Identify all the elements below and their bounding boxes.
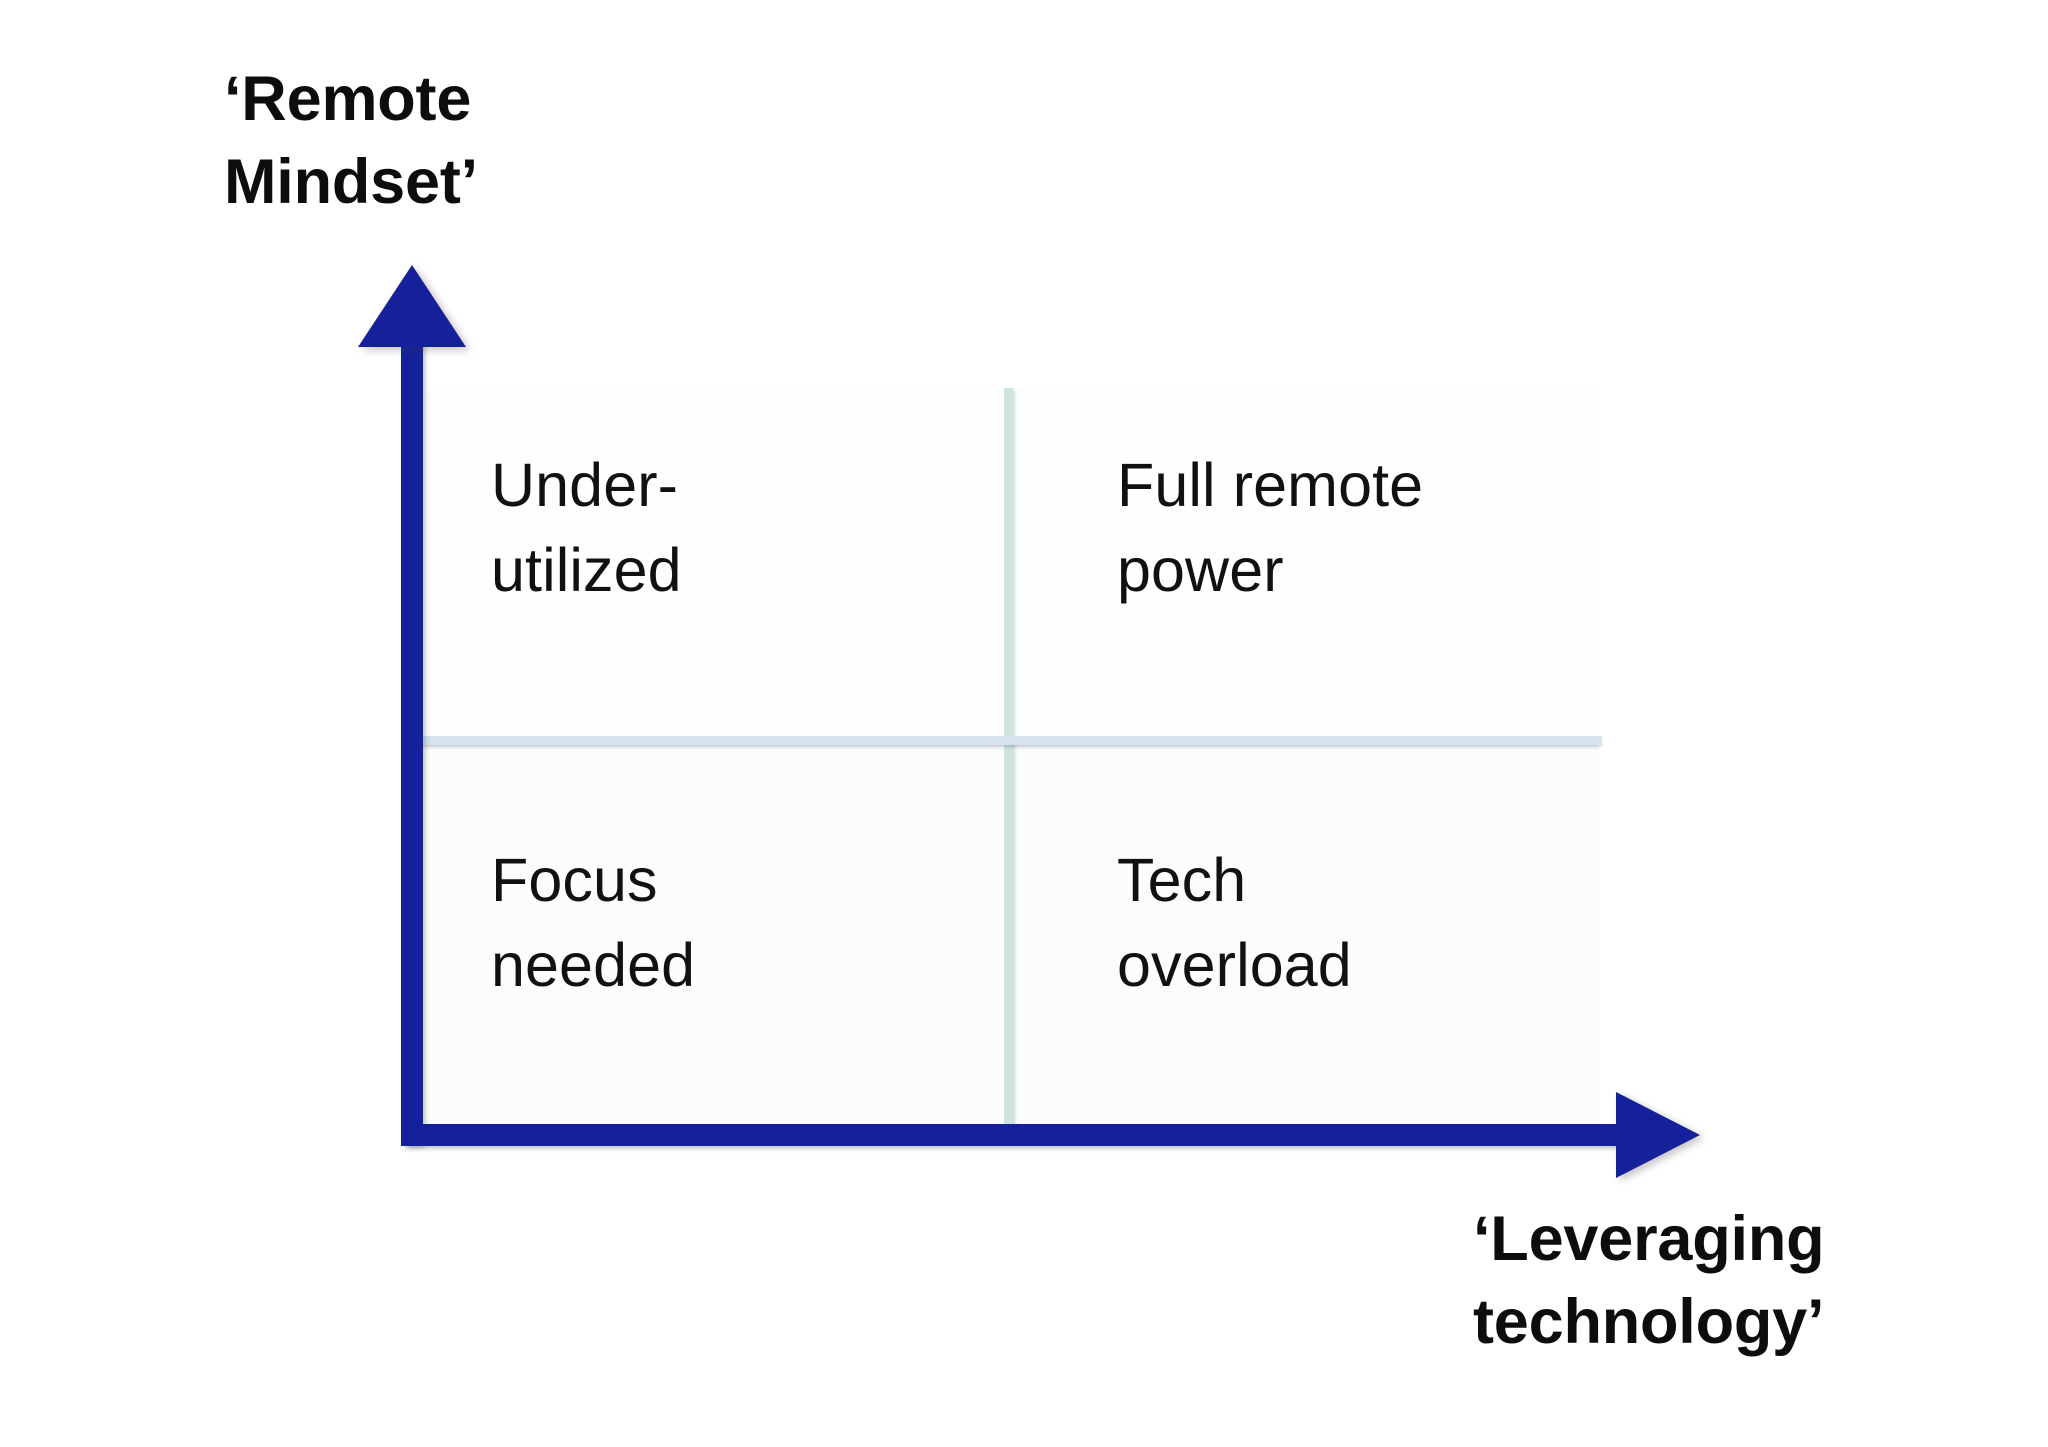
x-axis-line [401, 1124, 1623, 1146]
y-axis-arrow-icon [358, 265, 466, 347]
y-axis-title: ‘Remote Mindset’ [224, 64, 478, 218]
quadrant-label-bottom-right: Tech overload [1117, 846, 1352, 1000]
x-axis-arrow-icon [1616, 1092, 1700, 1178]
x-axis-title: ‘Leveraging technology’ [1473, 1204, 1825, 1358]
horizontal-divider-gridline [420, 736, 1602, 745]
quadrant-label-top-right: Full remote power [1117, 451, 1424, 605]
y-axis-line [401, 340, 423, 1146]
quadrant-label-bottom-left: Focus needed [491, 846, 696, 1000]
quadrant-label-top-left: Under- utilized [491, 451, 682, 605]
vertical-divider-gridline [1004, 388, 1013, 1136]
